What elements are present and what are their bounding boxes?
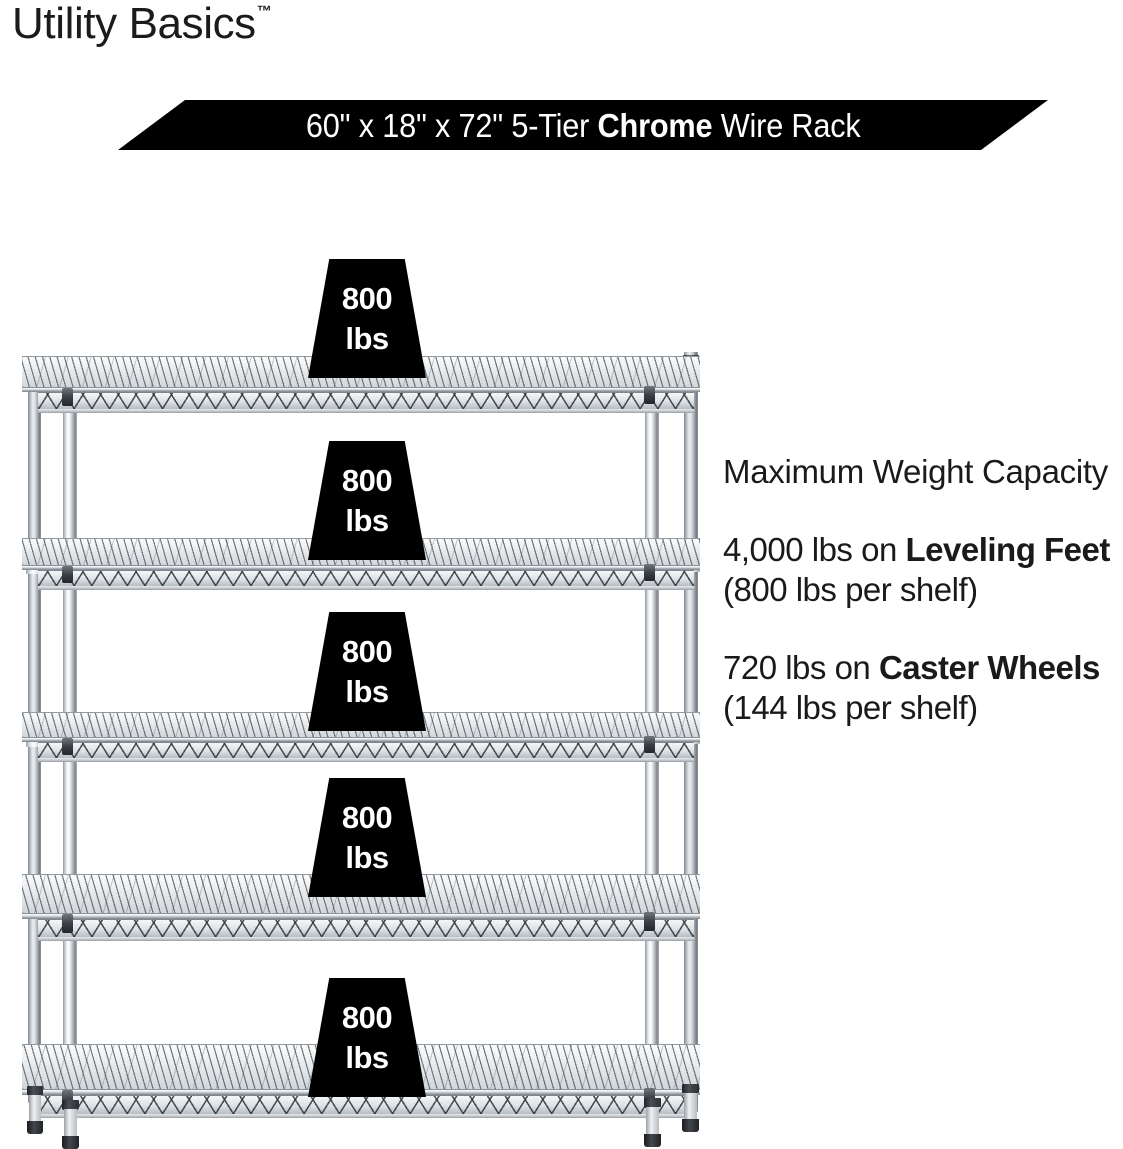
leveling-foot-front-right [644,1098,661,1147]
shelf-corner-bracket [644,736,655,753]
caster-wheels-capacity: 720 lbs on Caster Wheels (144 lbs per sh… [723,648,1123,729]
brand-logo: Utility Basics™ [12,0,272,48]
shelf-truss-edge [38,392,694,410]
wire-rack-illustration: 800 lbs 800 lbs 800 lbs 800 lbs 800 lbs [22,259,700,1149]
brand-name: Utility Basics [12,0,256,48]
caster-detail: (144 lbs per shelf) [723,689,978,727]
leveling-foot-back-right [682,1084,699,1132]
leveling-foot-front-left [62,1100,79,1149]
shelf-corner-bracket [62,914,73,933]
shelf-corner-bracket [644,386,655,404]
weight-badge-value: 800 [341,800,393,836]
weight-badge-value: 800 [341,634,393,670]
weight-badge-value: 800 [341,1000,393,1036]
weight-badge-unit: lbs [345,502,389,538]
capacity-heading: Maximum Weight Capacity [723,453,1108,490]
shelf-rail [22,737,700,742]
caster-emphasis: Caster Wheels [878,649,1100,687]
caster-total: 720 lbs on [723,649,879,687]
banner-suffix: Wire Rack [712,106,861,144]
foot-band [62,1100,79,1109]
shelf-corner-bracket [644,564,655,581]
shelf-truss-edge [38,742,694,759]
foot-stem [29,1095,41,1121]
leveling-total: 4,000 lbs on [723,530,906,568]
weight-badge-unit: lbs [345,673,389,709]
foot-band [644,1098,661,1107]
weight-badge-shelf-3: 800 lbs [308,612,426,731]
leveling-feet-capacity: 4,000 lbs on Leveling Feet (800 lbs per … [723,530,1123,611]
shelf-under-rail [38,758,694,762]
foot-cap [27,1121,43,1134]
foot-cap [62,1136,79,1149]
foot-band [682,1084,699,1093]
foot-stem [64,1109,77,1136]
foot-cap [682,1119,699,1132]
foot-band [27,1086,43,1095]
shelf-corner-bracket [62,566,73,583]
weight-badge-value: 800 [341,463,393,499]
capacity-copy-block: Maximum Weight Capacity 4,000 lbs on Lev… [723,452,1123,767]
banner-emphasis: Chrome [597,106,713,144]
weight-badge-value: 800 [341,281,393,317]
weight-badge-unit: lbs [345,839,389,875]
title-banner: 60" x 18" x 72" 5-Tier Chrome Wire Rack [118,100,1048,150]
shelf-truss-edge [38,570,694,587]
trademark-symbol: ™ [256,3,272,21]
weight-badge-shelf-2: 800 lbs [308,441,426,560]
foot-stem [684,1093,697,1119]
shelf-truss-edge [38,919,694,938]
weight-badge-shelf-1: 800 lbs [308,259,426,378]
leveling-detail: (800 lbs per shelf) [723,570,978,608]
shelf-under-rail [38,586,694,590]
weight-badge-shelf-5: 800 lbs [308,978,426,1097]
shelf-truss-edge [38,1095,694,1115]
foot-cap [644,1134,661,1147]
foot-stem [646,1107,659,1134]
shelf-under-rail [38,1114,694,1118]
shelf-corner-bracket [644,912,655,931]
shelf-corner-bracket [62,738,73,755]
banner-prefix: 60" x 18" x 72" 5-Tier [305,106,598,144]
leveling-foot-back-left [27,1086,43,1134]
weight-badge-unit: lbs [345,320,389,356]
weight-badge-unit: lbs [345,1039,389,1075]
shelf-rail [22,387,700,392]
shelf-corner-bracket [62,388,73,406]
shelf-rail [22,913,700,919]
shelf-rail [22,565,700,570]
shelf-under-rail [38,937,694,941]
weight-badge-shelf-4: 800 lbs [308,778,426,897]
shelf-under-rail [38,409,694,413]
leveling-emphasis: Leveling Feet [905,530,1110,568]
title-banner-text: 60" x 18" x 72" 5-Tier Chrome Wire Rack [306,109,861,142]
